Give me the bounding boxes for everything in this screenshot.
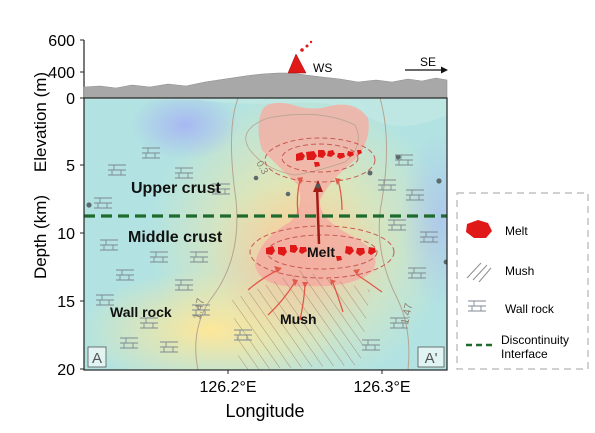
upper-melt-boundary: [264, 137, 376, 183]
legend-mush-label: Mush: [505, 264, 534, 278]
section-start-label: A: [92, 350, 102, 367]
conduit-arrow: [315, 187, 321, 245]
elevation-axis-label: Elevation (m): [31, 72, 50, 172]
depth-tick-15: 15: [57, 294, 75, 311]
depth-tick-5: 5: [66, 158, 75, 175]
middle-crust-label: Middle crust: [128, 229, 223, 246]
elevation-tick-600: 600: [48, 33, 75, 50]
mush-label: Mush: [280, 311, 317, 327]
eruption-dot-icon: [300, 48, 304, 52]
melt-pockets-upper: [296, 150, 362, 167]
legend: Melt Mush Wall rock Discontinuity Interf…: [456, 192, 589, 370]
upper-crust-label: Upper crust: [131, 180, 221, 197]
topography-profile: [83, 72, 448, 99]
elevation-tick-0: 0: [66, 91, 75, 108]
mush-zone: [232, 270, 370, 370]
cross-section-frame: [83, 97, 448, 371]
volcano-icon: [287, 53, 307, 74]
legend-interface-label: Interface: [501, 347, 548, 361]
melt-label: Melt: [307, 244, 335, 260]
depth-tick-10: 10: [57, 226, 75, 243]
legend-wall-rock-label: Wall rock: [505, 302, 555, 316]
contour-label-right: 1.47: [399, 302, 415, 325]
melt-pockets-middle: [266, 245, 376, 261]
longitude-tick-126-3: 126.3°E: [353, 379, 410, 396]
seismic-event-dots: [86, 154, 447, 265]
volcano-label: WS: [313, 61, 332, 75]
magma-ascent-arrows: [247, 179, 383, 321]
depth-axis-label: Depth (km): [31, 195, 50, 279]
depth-tick-20: 20: [57, 362, 75, 379]
wall-rock-label: Wall rock: [110, 304, 172, 320]
longitude-axis-label: Longitude: [225, 401, 304, 421]
legend-mush-icon: [466, 262, 492, 283]
longitude-tick-126-2: 126.2°E: [199, 379, 256, 396]
direction-label: SE: [420, 55, 436, 69]
legend-melt-label: Melt: [505, 224, 528, 238]
section-end-label: A': [425, 350, 438, 367]
legend-melt-icon: [466, 220, 492, 238]
contour-label-left: 1.47: [191, 297, 207, 320]
elevation-tick-400: 400: [48, 65, 75, 82]
cross-section-panel: 0.3 1.47 1.47 Upper crust Middle crust W…: [31, 97, 448, 421]
topography-panel: 600 400 0 Elevation (m) WS SE: [31, 33, 448, 172]
legend-discontinuity-label: Discontinuity: [501, 333, 569, 347]
